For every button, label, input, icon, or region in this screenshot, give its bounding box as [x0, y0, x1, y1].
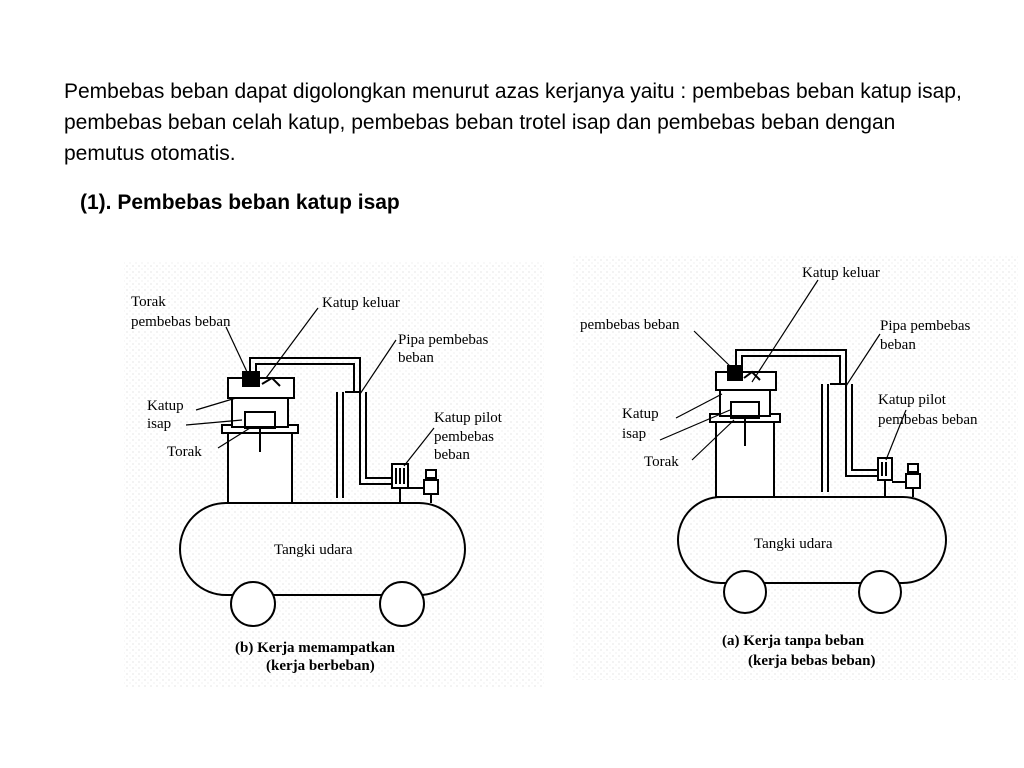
left-label-katup-pilot-3: beban: [434, 447, 470, 463]
right-air-tank: [677, 496, 947, 584]
right-wheel-front: [723, 570, 767, 614]
right-caption-line-2: (kerja bebas beban): [748, 653, 876, 669]
right-label-pipa-pembebas-1: Pipa pembebas: [880, 318, 971, 334]
right-label-pembebas-beban: pembebas beban: [580, 317, 680, 333]
left-label-katup-isap-2: isap: [147, 416, 171, 432]
left-label-katup-pilot-2: pembebas: [434, 429, 494, 445]
left-caption-line-1: (b) Kerja memampatkan: [235, 640, 396, 656]
right-label-katup-isap-2: isap: [622, 426, 646, 442]
right-scan-background: [572, 256, 1018, 680]
left-label-katup-keluar: Katup keluar: [322, 295, 400, 311]
right-label-katup-pilot-2: pembebas beban: [878, 412, 978, 428]
right-label-torak: Torak: [644, 454, 679, 470]
right-label-katup-isap-1: Katup: [622, 406, 659, 422]
left-label-katup-isap-1: Katup: [147, 398, 184, 414]
left-scan-background: [124, 262, 544, 688]
left-label-tangki: Tangki udara: [274, 542, 353, 558]
diagram-left: Torak pembebas beban Katup keluar Pipa p…: [124, 262, 544, 688]
right-label-tangki: Tangki udara: [754, 536, 833, 552]
left-wheel-rear: [379, 581, 425, 627]
right-label-katup-keluar: Katup keluar: [802, 265, 880, 281]
left-label-torak-pembebas-1: Torak: [131, 294, 166, 310]
intro-paragraph: Pembebas beban dapat digolongkan menurut…: [64, 80, 962, 165]
left-compressor-drawing: [179, 357, 466, 627]
left-label-katup-pilot-1: Katup pilot: [434, 410, 503, 426]
section-heading: (1). Pembebas beban katup isap: [80, 191, 400, 214]
left-label-pipa-pembebas-2: beban: [398, 350, 434, 366]
left-label-torak: Torak: [167, 444, 202, 460]
diagram-right: Katup keluar pembebas beban Pipa pembeba…: [572, 256, 1018, 680]
left-wheel-front: [230, 581, 276, 627]
left-air-tank: [179, 502, 466, 596]
right-compressor-drawing: [677, 349, 947, 614]
right-label-pipa-pembebas-2: beban: [880, 337, 916, 353]
right-label-katup-pilot-1: Katup pilot: [878, 392, 947, 408]
right-wheel-rear: [858, 570, 902, 614]
left-caption-line-2: (kerja berbeban): [266, 658, 375, 674]
left-label-torak-pembebas-2: pembebas beban: [131, 314, 231, 330]
left-label-pipa-pembebas-1: Pipa pembebas: [398, 332, 489, 348]
right-caption-line-1: (a) Kerja tanpa beban: [722, 633, 865, 649]
